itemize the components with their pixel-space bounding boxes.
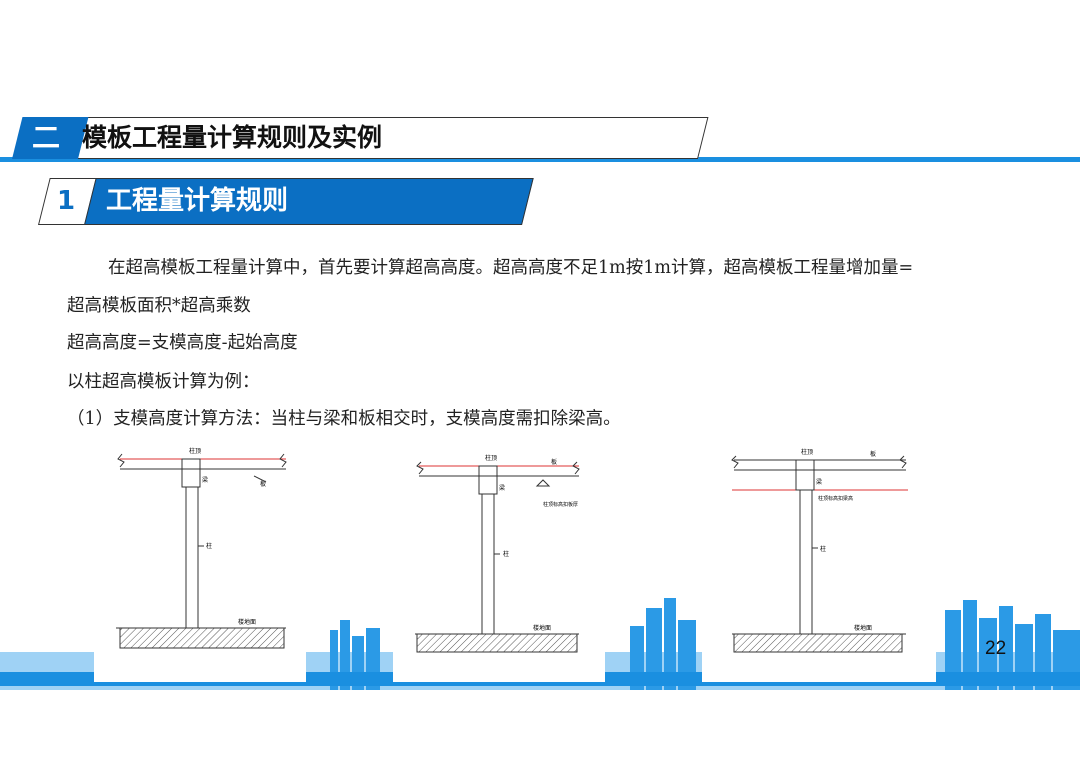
d2-beam-label: 梁: [499, 484, 505, 492]
body-line-4: 以柱超高模板计算为例：: [67, 372, 260, 392]
d1-top-label: 柱顶: [189, 447, 201, 455]
d3-top-label: 柱顶: [801, 448, 813, 456]
body-line-1: 在超高模板工程量计算中，首先要计算超高高度。超高高度不足1m按1m计算，超高模板…: [108, 258, 914, 278]
section-number: 二: [31, 121, 60, 154]
d2-note-label: 柱顶标高扣板厚: [543, 501, 578, 508]
d3-note-label: 柱顶标高扣梁高: [818, 495, 853, 502]
d3-slab-label: 板: [870, 450, 876, 458]
column-diagram-1: 柱顶 梁 板 柱 楼地面: [116, 447, 287, 649]
column-diagram-2: 柱顶 梁 板 柱顶标高扣板厚 柱 楼地面: [415, 454, 580, 653]
body-line-3: 超高高度=支模高度-起始高度: [67, 333, 298, 353]
d3-beam-label: 梁: [816, 478, 822, 486]
d2-base-label: 楼地面: [533, 624, 551, 632]
header-rule: [0, 157, 1080, 162]
page-number: 22: [985, 638, 1007, 659]
d1-column-label: 柱: [206, 542, 212, 550]
body-line-5: （1）支模高度计算方法：当柱与梁和板相交时，支模高度需扣除梁高。: [67, 409, 621, 429]
d2-top-label: 柱顶: [485, 454, 497, 462]
section-title: 模板工程量计算规则及实例: [82, 123, 383, 152]
body-line-2: 超高模板面积*超高乘数: [67, 296, 251, 316]
subsection-title: 工程量计算规则: [106, 186, 289, 216]
d2-column-label: 柱: [503, 550, 509, 558]
d2-slab-label: 板: [551, 458, 557, 466]
column-diagram-3: 柱顶 梁 板 柱顶标高扣梁高 柱 楼地面: [731, 448, 908, 653]
d1-base-label: 楼地面: [238, 618, 256, 626]
d3-column-label: 柱: [820, 545, 826, 553]
subsection-number: 1: [56, 186, 76, 216]
d1-slab-label: 板: [260, 480, 266, 488]
d1-beam-label: 梁: [202, 476, 208, 484]
d3-base-label: 楼地面: [854, 624, 872, 632]
